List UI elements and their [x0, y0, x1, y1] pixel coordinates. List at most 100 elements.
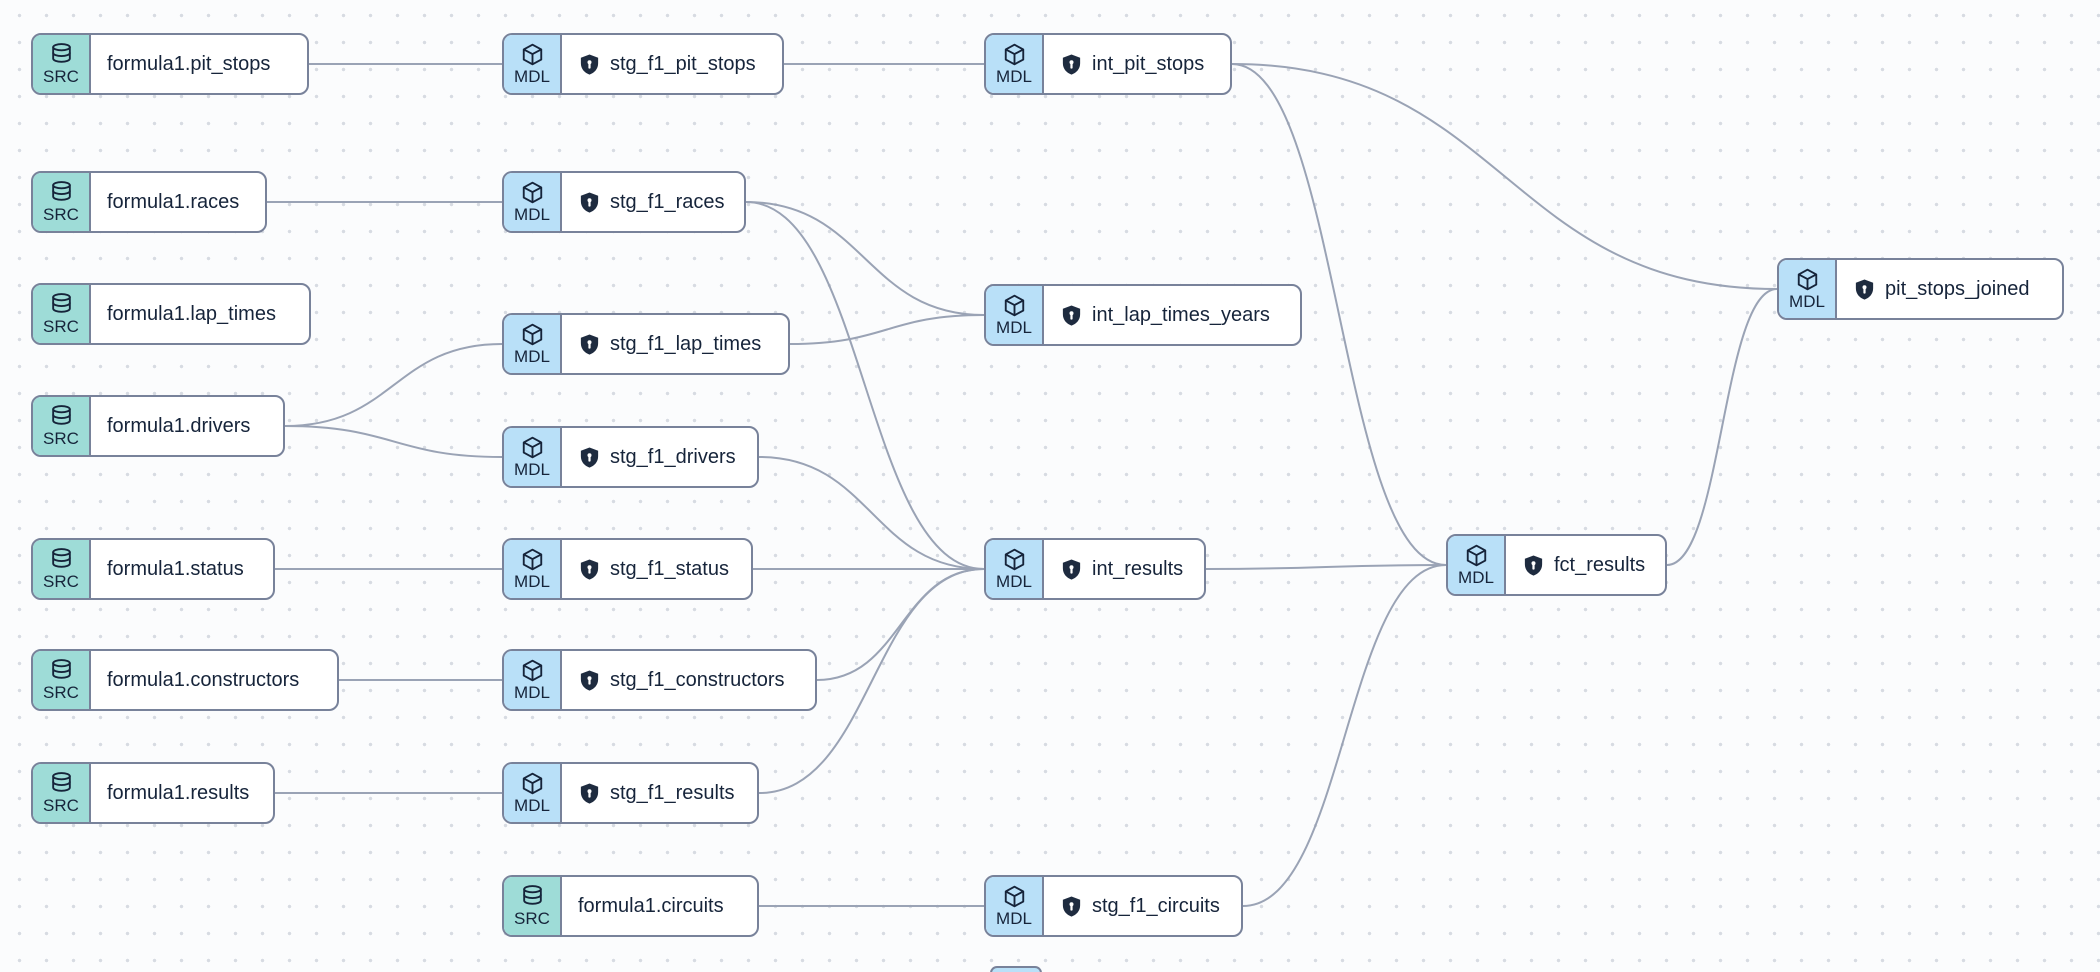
node-label: formula1.drivers: [107, 414, 251, 437]
source-badge: SRC: [504, 877, 562, 935]
node-stg-f1-circuits[interactable]: MDL stg_f1_circuits: [984, 875, 1243, 937]
node-label: formula1.status: [107, 557, 244, 580]
node-label: int_pit_stops: [1092, 52, 1205, 75]
node-label: stg_f1_lap_times: [610, 332, 762, 355]
model-badge: MDL: [504, 540, 562, 598]
node-label: formula1.circuits: [578, 894, 724, 917]
badge-label: SRC: [43, 67, 79, 86]
database-icon: [49, 180, 74, 205]
shield-lock-icon: [578, 558, 601, 581]
node-body: stg_f1_drivers: [562, 428, 757, 486]
badge-label: MDL: [996, 572, 1032, 591]
cube-icon: [1002, 293, 1027, 318]
edge-stg-f1-results-to-int-results: [758, 568, 985, 794]
cube-icon: [520, 547, 545, 572]
node-formula1-results[interactable]: SRC formula1.results: [31, 762, 275, 824]
cube-icon: [1464, 543, 1489, 568]
node-stg-f1-status[interactable]: MDL stg_f1_status: [502, 538, 753, 600]
node-int-lap-times-years[interactable]: MDL int_lap_times_years: [984, 284, 1302, 346]
offscreen-node-sliver: [990, 966, 1042, 972]
node-stg-f1-pit-stops[interactable]: MDL stg_f1_pit_stops: [502, 33, 784, 95]
badge-label: MDL: [1789, 292, 1825, 311]
edge-stg-f1-races-to-int-lap-times-years: [745, 201, 985, 316]
edge-formula1-drivers-to-stg-f1-lap-times: [284, 343, 503, 427]
node-body: formula1.pit_stops: [91, 35, 307, 93]
node-formula1-pit-stops[interactable]: SRC formula1.pit_stops: [31, 33, 309, 95]
node-label: fct_results: [1554, 553, 1646, 576]
cube-icon: [520, 322, 545, 347]
shield-lock-icon: [1060, 895, 1083, 918]
database-icon: [49, 42, 74, 67]
node-fct-results[interactable]: MDL fct_results: [1446, 534, 1667, 596]
source-badge: SRC: [33, 285, 91, 343]
node-body: formula1.results: [91, 764, 273, 822]
node-body: stg_f1_lap_times: [562, 315, 788, 373]
edge-int-pit-stops-to-pit-stops-joined: [1231, 63, 1778, 290]
model-badge: MDL: [504, 764, 562, 822]
node-body: stg_f1_status: [562, 540, 751, 598]
node-formula1-circuits[interactable]: SRC formula1.circuits: [502, 875, 759, 937]
source-badge: SRC: [33, 764, 91, 822]
node-body: stg_f1_races: [562, 173, 744, 231]
badge-label: SRC: [43, 683, 79, 702]
node-body: formula1.races: [91, 173, 265, 231]
badge-label: SRC: [43, 317, 79, 336]
cube-icon: [520, 42, 545, 67]
node-label: stg_f1_circuits: [1092, 894, 1220, 917]
edge-stg-f1-drivers-to-int-results: [758, 456, 985, 570]
edge-stg-f1-constructors-to-int-results: [816, 568, 985, 681]
shield-lock-icon: [578, 53, 601, 76]
source-badge: SRC: [33, 540, 91, 598]
badge-label: SRC: [43, 205, 79, 224]
node-body: stg_f1_pit_stops: [562, 35, 782, 93]
node-stg-f1-lap-times[interactable]: MDL stg_f1_lap_times: [502, 313, 790, 375]
shield-lock-icon: [1522, 554, 1545, 577]
cube-icon: [520, 435, 545, 460]
node-label: stg_f1_status: [610, 557, 729, 580]
node-formula1-drivers[interactable]: SRC formula1.drivers: [31, 395, 285, 457]
node-label: stg_f1_races: [610, 190, 725, 213]
node-formula1-constructors[interactable]: SRC formula1.constructors: [31, 649, 339, 711]
node-formula1-races[interactable]: SRC formula1.races: [31, 171, 267, 233]
shield-lock-icon: [1060, 558, 1083, 581]
node-label: stg_f1_constructors: [610, 668, 785, 691]
node-stg-f1-races[interactable]: MDL stg_f1_races: [502, 171, 746, 233]
node-label: formula1.constructors: [107, 668, 300, 691]
source-badge: SRC: [33, 35, 91, 93]
node-label: int_results: [1092, 557, 1184, 580]
cube-icon: [1002, 547, 1027, 572]
model-badge: MDL: [504, 651, 562, 709]
cube-icon: [1002, 42, 1027, 67]
node-pit-stops-joined[interactable]: MDL pit_stops_joined: [1777, 258, 2064, 320]
node-body: stg_f1_constructors: [562, 651, 815, 709]
database-icon: [49, 547, 74, 572]
node-body: formula1.status: [91, 540, 273, 598]
node-int-pit-stops[interactable]: MDL int_pit_stops: [984, 33, 1232, 95]
badge-label: MDL: [1458, 568, 1494, 587]
node-stg-f1-results[interactable]: MDL stg_f1_results: [502, 762, 759, 824]
database-icon: [49, 771, 74, 796]
node-label: formula1.pit_stops: [107, 52, 271, 75]
model-badge: MDL: [1448, 536, 1506, 594]
node-label: pit_stops_joined: [1885, 277, 2030, 300]
edge-int-pit-stops-to-fct-results: [1231, 63, 1447, 566]
node-formula1-status[interactable]: SRC formula1.status: [31, 538, 275, 600]
database-icon: [49, 404, 74, 429]
badge-label: MDL: [514, 796, 550, 815]
node-formula1-lap-times[interactable]: SRC formula1.lap_times: [31, 283, 311, 345]
model-badge: MDL: [986, 286, 1044, 344]
cube-icon: [1795, 267, 1820, 292]
badge-label: MDL: [514, 67, 550, 86]
model-badge: MDL: [986, 540, 1044, 598]
edge-stg-f1-circuits-to-fct-results: [1242, 564, 1447, 907]
node-stg-f1-constructors[interactable]: MDL stg_f1_constructors: [502, 649, 817, 711]
model-badge: MDL: [986, 35, 1044, 93]
badge-label: MDL: [996, 67, 1032, 86]
edge-fct-results-to-pit-stops-joined: [1666, 288, 1778, 566]
node-body: formula1.lap_times: [91, 285, 309, 343]
node-body: int_results: [1044, 540, 1204, 598]
node-stg-f1-drivers[interactable]: MDL stg_f1_drivers: [502, 426, 759, 488]
edge-stg-f1-lap-times-to-int-lap-times-years: [789, 314, 985, 345]
node-int-results[interactable]: MDL int_results: [984, 538, 1206, 600]
